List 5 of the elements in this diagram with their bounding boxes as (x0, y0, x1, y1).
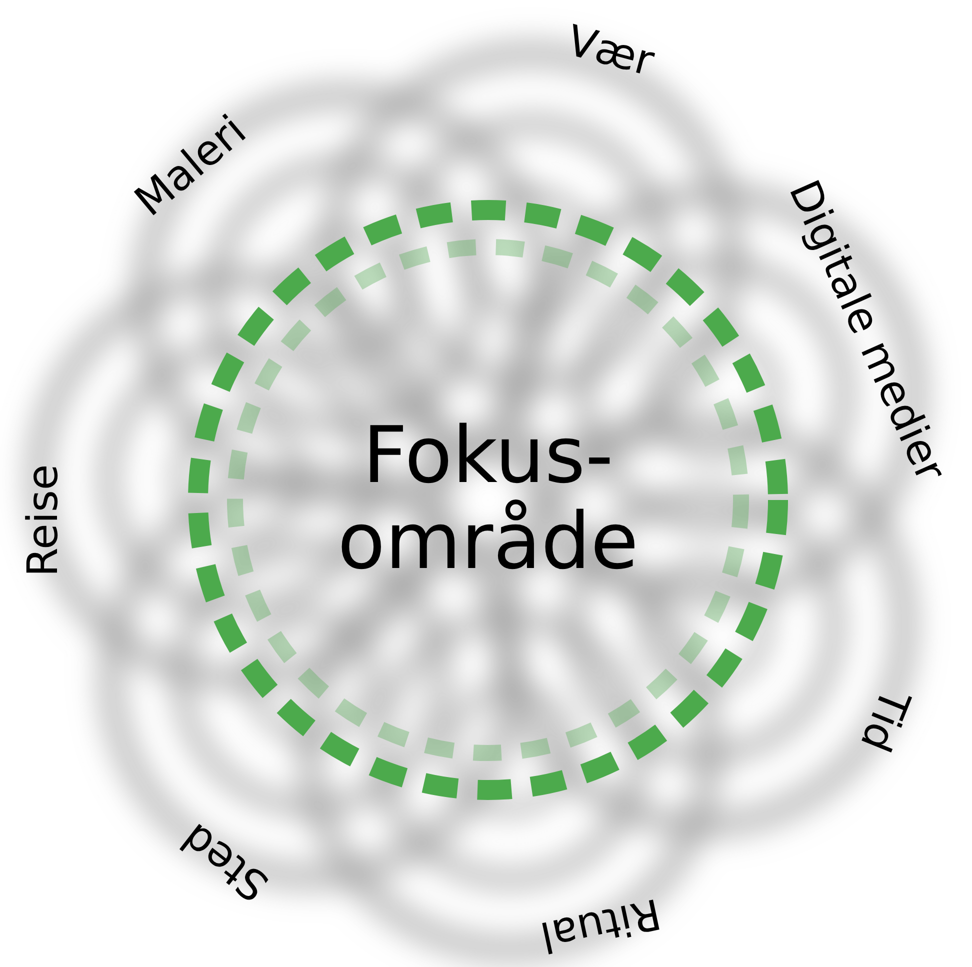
focus-title: Fokus- område (336, 414, 640, 586)
circle-label: Tid (850, 682, 920, 758)
circle-label: Vær (562, 15, 659, 85)
circle-label: Reise (17, 464, 66, 576)
circle-label: Ritual (536, 888, 665, 962)
